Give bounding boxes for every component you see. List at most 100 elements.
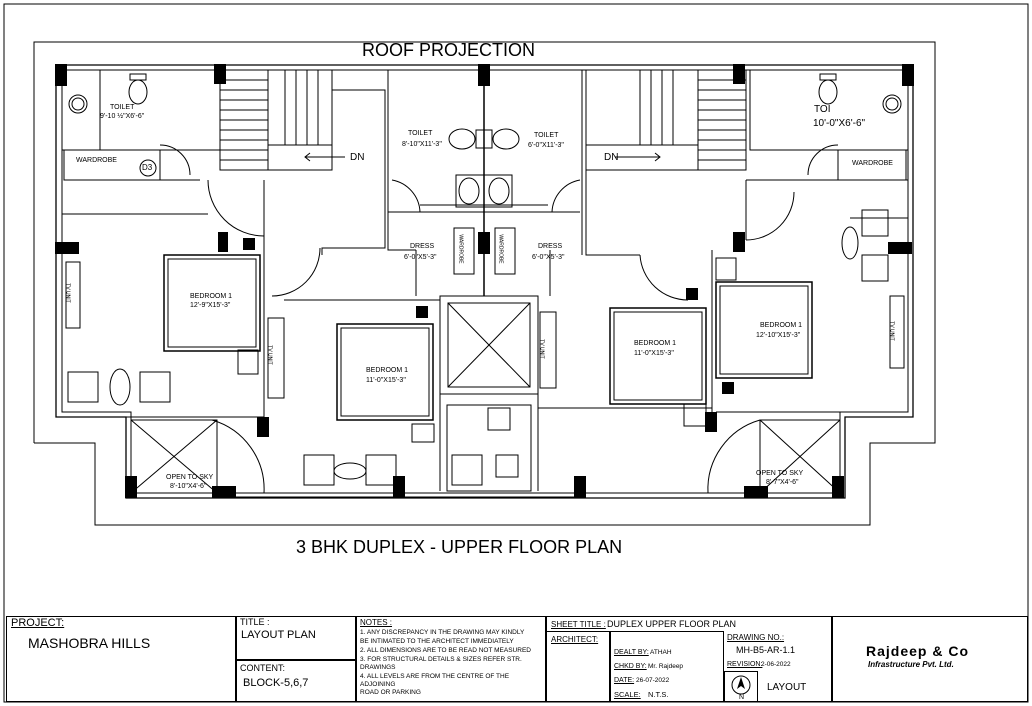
titleblock-title-cell: [236, 616, 356, 660]
toilet-right-name: TOI: [814, 104, 831, 115]
dealt-by-label: DEALT BY:: [614, 649, 649, 656]
titleblock-project-cell: [6, 616, 236, 702]
architect-label: ARCHITECT:: [551, 635, 599, 644]
note-line: ROAD OR PARKING: [360, 689, 421, 696]
roof-projection-outline: [33, 41, 936, 526]
open-sky-left-dim: 8'-10"X4'-6": [170, 483, 207, 490]
door-swing: [207, 179, 265, 237]
drawing-no-value: MH-B5-AR-1.1: [736, 645, 796, 655]
company-name: Rajdeep & Co: [866, 643, 970, 659]
notes-label: NOTES :: [360, 618, 393, 627]
date-value: 26-07-2022: [636, 677, 670, 684]
bedroom-2-name: BEDROOM 1: [366, 367, 409, 374]
wash-basin-right: [882, 94, 902, 114]
scale-value: N.T.S.: [648, 690, 669, 699]
wardrobe-mid-right: [494, 227, 516, 275]
toilet-left-name: TOILET: [110, 104, 135, 111]
open-sky-right-name: OPEN TO SKY: [756, 470, 804, 477]
company-cell: [832, 616, 1028, 702]
title-label: TITLE :: [240, 617, 270, 627]
titleblock-content-cell: [236, 660, 356, 702]
dealt-cell: [610, 631, 724, 702]
content-label: CONTENT:: [240, 663, 285, 673]
vanity-counter: [455, 174, 513, 208]
wardrobe-left-label: WARDROBE: [76, 157, 117, 164]
bedroom-1-name: BEDROOM 1: [190, 293, 233, 300]
dress-left-name: DRESS: [410, 243, 435, 250]
wardrobe-mid-left-label: WARDROBE: [457, 234, 464, 264]
dress-left-dim: 6'-0"X5'-3": [404, 254, 437, 261]
title-value: LAYOUT PLAN: [241, 629, 316, 641]
wash-basin-left: [68, 94, 88, 114]
toilet-mid-right-name: TOILET: [534, 132, 559, 139]
note-line: ADJOINING: [360, 681, 396, 688]
wc-left: [448, 128, 476, 150]
note-line: 3. FOR STRUCTURAL DETAILS & SIZES REFER …: [360, 656, 522, 663]
wardrobe-right-label: WARDROBE: [852, 160, 893, 167]
dress-right-name: DRESS: [538, 243, 563, 250]
dealt-by-value: ATHAH: [650, 649, 672, 656]
project-label: PROJECT:: [11, 617, 65, 629]
bedroom-2-dim: 11'-0"X15'-3": [366, 377, 406, 384]
plan-title: 3 BHK DUPLEX - UPPER FLOOR PLAN: [296, 537, 623, 557]
titleblock-notes-cell: [356, 616, 546, 702]
sheet-title-label: SHEET TITLE :: [551, 620, 606, 629]
open-sky-right-dim: 8'-7"X4'-6": [766, 479, 799, 486]
bedroom-3-dim: 11'-0"X15'-3": [634, 350, 674, 357]
stair-left-dn: DN: [350, 152, 365, 163]
bed-4: [715, 281, 813, 379]
date-label: DATE:: [614, 677, 635, 684]
open-to-sky-right: [759, 419, 841, 494]
tv-unit-right: [889, 295, 905, 369]
wc-left-room: [128, 79, 148, 105]
toilet-right-dim: 10'-0"X6'-6": [813, 118, 866, 129]
note-line: 4. ALL LEVELS ARE FROM THE CENTRE OF THE: [360, 673, 510, 680]
revision-label: REVISION:: [727, 661, 763, 668]
roof-projection-label: ROOF PROJECTION: [362, 40, 536, 60]
toilet-right-room: [749, 69, 909, 151]
bed-1: [163, 254, 261, 352]
wc-right-room: [818, 79, 838, 105]
architect-cell: [546, 631, 610, 702]
dress-right-dim: 6'-0"X5'-3": [532, 254, 565, 261]
company-sub: Infrastructure Pvt. Ltd.: [868, 660, 954, 669]
wardrobe-mid-right-label: WARDROBE: [497, 234, 504, 264]
bed-3: [609, 307, 707, 405]
tv-unit-3: [539, 311, 557, 389]
tv-unit-3-label: TV UNIT: [538, 339, 545, 359]
north-arrow-icon: [731, 675, 751, 695]
tv-unit-right-label: TV UNIT: [888, 321, 895, 341]
layout-label: LAYOUT: [767, 682, 807, 693]
project-value: MASHOBRA HILLS: [28, 635, 151, 651]
note-line: BE INTIMATED TO THE ARCHITECT IMMEDIATEL…: [360, 638, 514, 645]
chkd-by-value: Mr. Rajdeep: [648, 663, 684, 670]
tv-unit-1: [267, 317, 285, 399]
content-value: BLOCK-5,6,7: [243, 677, 309, 689]
north-cell: [724, 671, 758, 702]
toilet-mid-left-name: TOILET: [408, 130, 433, 137]
chkd-by-label: CHKD BY:: [614, 663, 647, 670]
note-line: DRAWINGS: [360, 664, 396, 671]
stair-right-dn: DN: [604, 152, 619, 163]
open-sky-left-name: OPEN TO SKY: [166, 474, 214, 481]
tv-unit-left: [65, 261, 81, 329]
toilet-mid-left-dim: 8'-10"X11'-3": [402, 141, 442, 148]
drawing-no-label: DRAWING NO.:: [727, 633, 785, 642]
open-to-sky-left: [130, 419, 218, 494]
wardrobe-mid-left: [453, 227, 475, 275]
note-line: 2. ALL DIMENSIONS ARE TO BE READ NOT MEA…: [360, 647, 531, 654]
bed-2: [336, 323, 434, 421]
north-label: N: [739, 694, 745, 701]
toilet-left-dim: 9'-10 ½"X6'-6": [100, 113, 145, 120]
wc-right: [492, 128, 520, 150]
door-tag: D3: [142, 163, 153, 172]
tv-unit-1-label: TV UNIT: [266, 345, 273, 365]
toilet-mid-right-dim: 6'-0"X11'-3": [528, 142, 564, 149]
note-line: 1. ANY DISCREPANCY IN THE DRAWING MAY KI…: [360, 629, 525, 636]
revision-value: 2-06-2022: [761, 661, 791, 668]
bedroom-4-name: BEDROOM 1: [760, 322, 803, 329]
sheet-border: [3, 3, 1029, 703]
scale-label: SCALE:: [614, 690, 641, 699]
bedroom-4-dim: 12'-10"X15'-3": [756, 332, 801, 339]
